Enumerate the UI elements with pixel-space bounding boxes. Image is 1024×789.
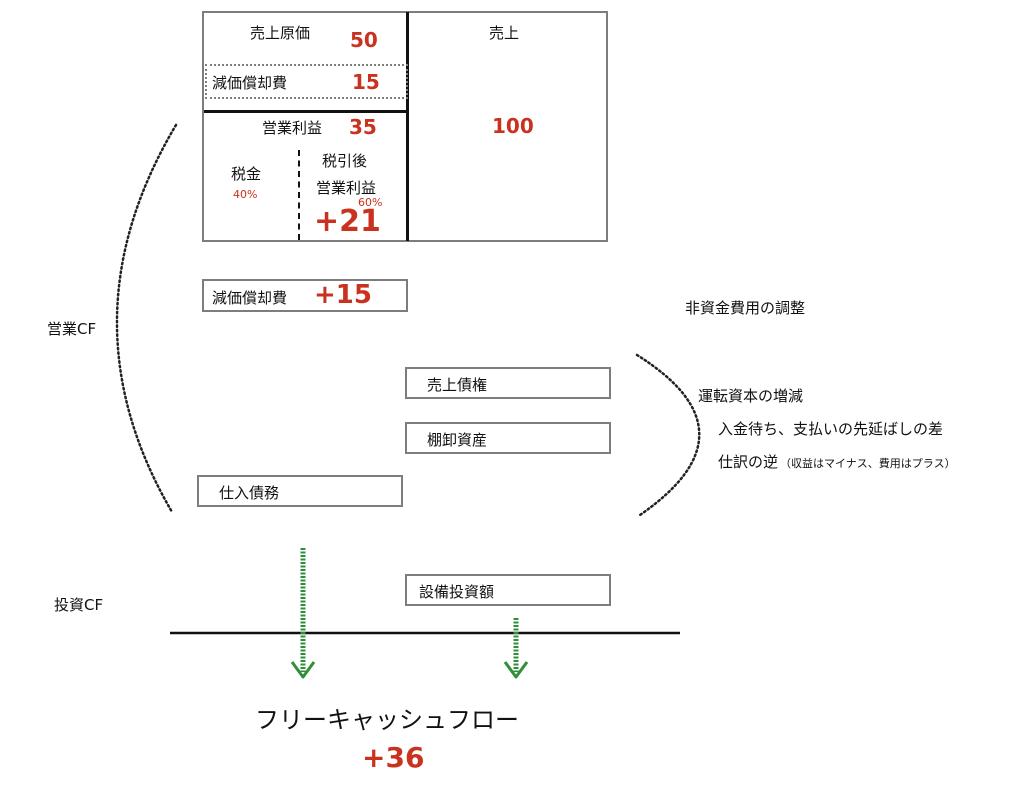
depreciation-adjustment-label: 減価償却費: [212, 289, 288, 307]
payables-box: [197, 475, 403, 507]
depreciation-label: 減価償却費: [212, 74, 288, 92]
after-tax-label-1: 税引後: [322, 152, 368, 170]
operating-profit-value: 35: [349, 115, 377, 139]
working-capital-note: 運転資本の増減: [698, 387, 804, 405]
capex-box: [405, 574, 611, 606]
receivables-label: 売上債権: [427, 376, 488, 394]
tax-rate: 40%: [233, 188, 258, 201]
after-tax-label-2: 営業利益: [316, 179, 377, 197]
timing-difference-note: 入金待ち、支払いの先延ばしの差: [718, 420, 944, 438]
tax-label: 税金: [231, 165, 262, 183]
depreciation-adjustment-box: [202, 279, 408, 312]
after-tax-value: +21: [314, 204, 381, 239]
depreciation-adjustment-value: +15: [314, 280, 372, 310]
inventory-label: 棚卸資産: [427, 431, 488, 449]
cogs-value: 50: [350, 28, 378, 52]
investing-cf-label: 投資CF: [54, 596, 104, 614]
cogs-label: 売上原価: [250, 24, 311, 42]
depreciation-dotted-box: [205, 64, 408, 99]
reverse-entry-note: 仕訳の逆（収益はマイナス、費用はプラス）: [718, 451, 956, 472]
operating-cf-label: 営業CF: [47, 320, 97, 338]
after-tax-rate: 60%: [358, 196, 383, 209]
pl-horizontal-divider: [204, 110, 407, 113]
operating-profit-label: 営業利益: [262, 119, 323, 137]
tax-divider: [298, 150, 300, 240]
receivables-box: [405, 367, 611, 399]
non-cash-adjustment-note: 非資金費用の調整: [685, 299, 806, 317]
reverse-entry-main: 仕訳の逆: [718, 453, 779, 471]
sales-label: 売上: [489, 24, 520, 42]
pl-table: [202, 11, 608, 242]
operating-cf-bracket: [115, 123, 178, 514]
payables-label: 仕入債務: [219, 484, 280, 502]
arrow-right-head: [503, 661, 529, 679]
pl-vertical-divider: [406, 12, 409, 241]
arrow-left-head: [290, 661, 316, 679]
depreciation-value: 15: [352, 70, 380, 94]
working-capital-bracket: [635, 353, 701, 517]
fcf-value: +36: [362, 741, 425, 774]
sales-value: 100: [492, 114, 534, 138]
fcf-label: フリーキャッシュフロー: [255, 706, 519, 734]
inventory-box: [405, 422, 611, 454]
capex-label: 設備投資額: [419, 583, 495, 601]
reverse-entry-sub: （収益はマイナス、費用はプラス）: [780, 457, 956, 470]
